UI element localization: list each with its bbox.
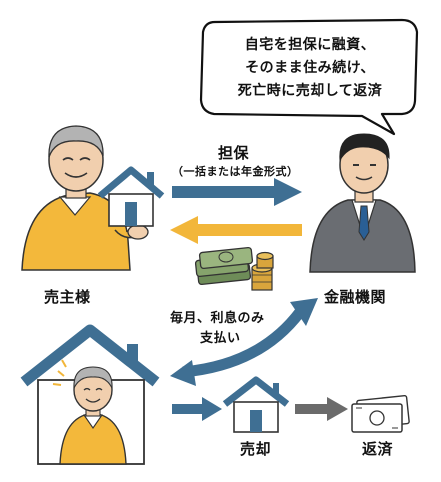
bubble-line-2: そのまま住み続け、	[245, 60, 375, 76]
resident-figure	[52, 359, 127, 465]
sale-house-icon	[222, 376, 290, 433]
collateral-label: 担保	[218, 144, 250, 162]
money-icon	[194, 246, 254, 286]
repayment-money-icon	[351, 394, 410, 433]
collateral-note: （一括または年金形式）	[172, 165, 299, 178]
bubble-line-1: 自宅を担保に融資、	[244, 37, 376, 53]
coins-icon	[251, 251, 274, 291]
bank-label: 金融機関	[324, 288, 387, 306]
arrow-to-sale	[172, 397, 222, 421]
sale-label: 売却	[240, 440, 272, 458]
banker-figure	[309, 133, 416, 273]
funding-arrow	[170, 216, 302, 244]
bubble-text: 自宅を担保に融資、 そのまま住み続け、 死亡時に売却して返済	[210, 34, 410, 103]
collateral-arrow	[172, 178, 302, 206]
interest-arrow	[170, 298, 318, 386]
held-house-icon	[97, 166, 165, 227]
monthly-interest-label-2: 支払い	[200, 331, 241, 346]
seller-label: 売主様	[44, 288, 91, 306]
monthly-interest-label-1: 毎月、利息のみ	[170, 311, 265, 326]
repay-label: 返済	[362, 440, 394, 458]
seller-figure	[21, 125, 149, 271]
arrow-to-repay	[295, 397, 348, 421]
bubble-line-3: 死亡時に売却して返済	[237, 83, 383, 99]
